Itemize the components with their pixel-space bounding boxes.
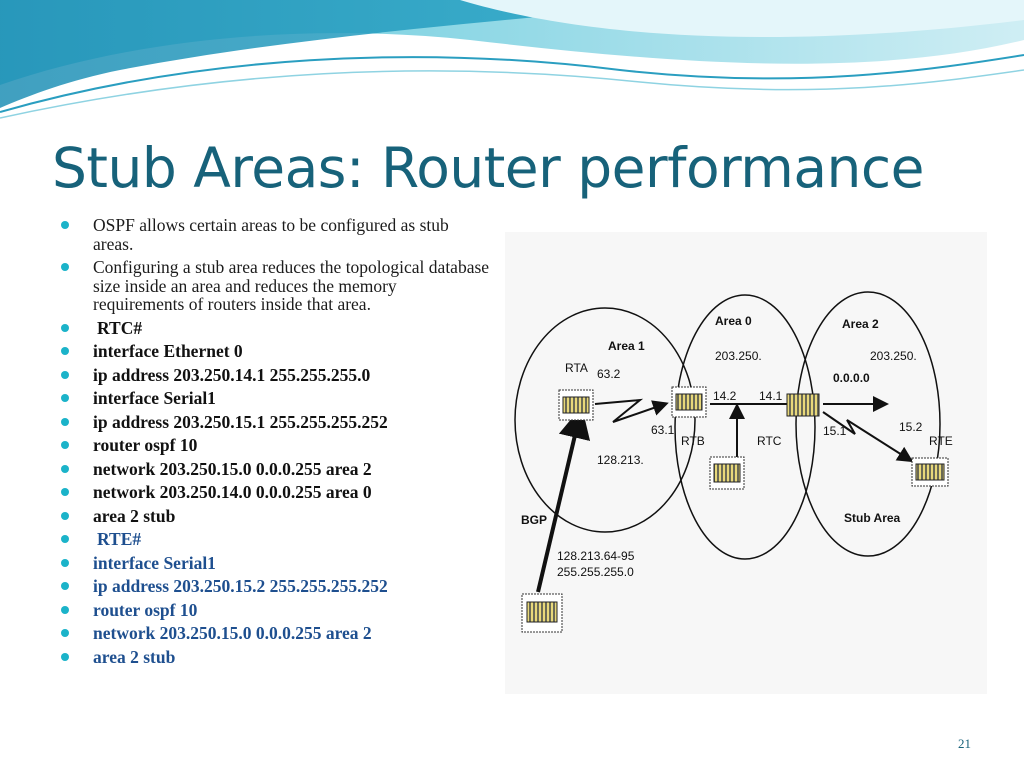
- bullet-text: OSPF allows certain areas to be configur…: [93, 215, 449, 254]
- area0-network: 203.250.: [715, 349, 762, 363]
- area1-network: 128.213.: [597, 453, 644, 467]
- router-rte: [911, 457, 949, 487]
- bullet-item: interface Ethernet 0: [60, 342, 490, 361]
- bullet-text: RTE#: [97, 529, 142, 549]
- bullet-text: RTC#: [97, 317, 143, 338]
- bullet-item: area 2 stub: [60, 646, 490, 667]
- area2-network-suffix: 0.0.0.0: [833, 371, 870, 385]
- rtc-area0-interface: 14.1: [759, 389, 783, 403]
- bullet-item: router ospf 10: [60, 599, 490, 620]
- bullet-list: OSPF allows certain areas to be configur…: [60, 216, 490, 671]
- bullet-item: RTC#: [60, 317, 490, 338]
- rte-label: RTE: [929, 434, 953, 448]
- bullet-item: OSPF allows certain areas to be configur…: [60, 216, 490, 253]
- router-rta: [558, 389, 594, 421]
- bullet-item: Configuring a stub area reduces the topo…: [60, 258, 490, 314]
- rtb-area1-address: 63.1: [651, 423, 675, 437]
- bullet-item: network 203.250.15.0 0.0.0.255 area 2: [60, 458, 490, 479]
- bullet-text: ip address 203.250.15.1 255.255.255.252: [93, 411, 388, 432]
- serial-link-rtc-rte: [822, 411, 914, 463]
- bullet-text: router ospf 10: [93, 435, 198, 455]
- bullet-item: network 203.250.14.0 0.0.0.255 area 0: [60, 483, 490, 502]
- router-rtd: [709, 456, 745, 490]
- area2-network: 203.250.: [870, 349, 917, 363]
- bgp-link: [536, 406, 591, 593]
- rtc-label: RTC: [757, 434, 782, 448]
- bullet-item: interface Serial1: [60, 389, 490, 408]
- bullet-text: network 203.250.15.0 0.0.0.255 area 2: [93, 623, 372, 643]
- bullet-text: ip address 203.250.14.1 255.255.255.0: [93, 364, 371, 385]
- area2-circle: [795, 291, 941, 557]
- bullet-text: ip address 203.250.15.2 255.255.255.252: [93, 576, 388, 596]
- area1-circle: [514, 307, 696, 533]
- bullet-item: ip address 203.250.14.1 255.255.255.0: [60, 364, 490, 385]
- stub-area-label: Stub Area: [844, 511, 901, 525]
- router-rtb: [671, 386, 707, 418]
- rtb-label: RTB: [681, 434, 705, 448]
- bullet-text: area 2 stub: [93, 646, 176, 667]
- bgp-label: BGP: [521, 513, 547, 527]
- rta-label: RTA: [565, 361, 588, 375]
- bullet-text: network 203.250.14.0 0.0.0.255 area 0: [93, 482, 372, 502]
- bgp-network: 128.213.64-95: [557, 549, 635, 563]
- rtb-area0-interface: 14.2: [713, 389, 737, 403]
- header-wave-decoration: [0, 0, 1024, 119]
- bullet-item: router ospf 10: [60, 436, 490, 455]
- area0-label: Area 0: [715, 314, 752, 328]
- bullet-item: area 2 stub: [60, 505, 490, 526]
- bullet-item: interface Serial1: [60, 552, 490, 573]
- bullet-text: interface Serial1: [93, 388, 216, 408]
- bullet-text: router ospf 10: [93, 599, 198, 620]
- rte-interface: 15.2: [899, 420, 923, 434]
- bullet-text: interface Ethernet 0: [93, 341, 243, 361]
- bullet-item: ip address 203.250.15.1 255.255.255.252: [60, 411, 490, 432]
- slide-number: 21: [958, 736, 971, 751]
- serial-link-rta-rtb: [594, 398, 669, 423]
- bullet-text: network 203.250.15.0 0.0.0.255 area 2: [93, 458, 372, 479]
- page-title: Stub Areas: Router performance: [52, 136, 924, 200]
- bullet-item: ip address 203.250.15.2 255.255.255.252: [60, 577, 490, 596]
- router-bgp: [521, 593, 563, 633]
- area2-label: Area 2: [842, 317, 879, 331]
- area1-label: Area 1: [608, 339, 645, 353]
- rtc-area2-interface: 15.1: [823, 424, 847, 438]
- bullet-item: network 203.250.15.0 0.0.0.255 area 2: [60, 624, 490, 643]
- bullet-text: Configuring a stub area reduces the topo…: [93, 257, 490, 314]
- bullet-text: interface Serial1: [93, 552, 216, 573]
- bgp-mask: 255.255.255.0: [557, 565, 634, 579]
- bullet-item: RTE#: [60, 530, 490, 549]
- bullet-text: area 2 stub: [93, 505, 176, 526]
- ospf-network-diagram: Area 1 RTA 63.2 63.1 128.213. Area 0 203…: [505, 232, 987, 694]
- area0-circle: [674, 294, 816, 560]
- rta-address: 63.2: [597, 367, 621, 381]
- router-rtc: [786, 393, 820, 417]
